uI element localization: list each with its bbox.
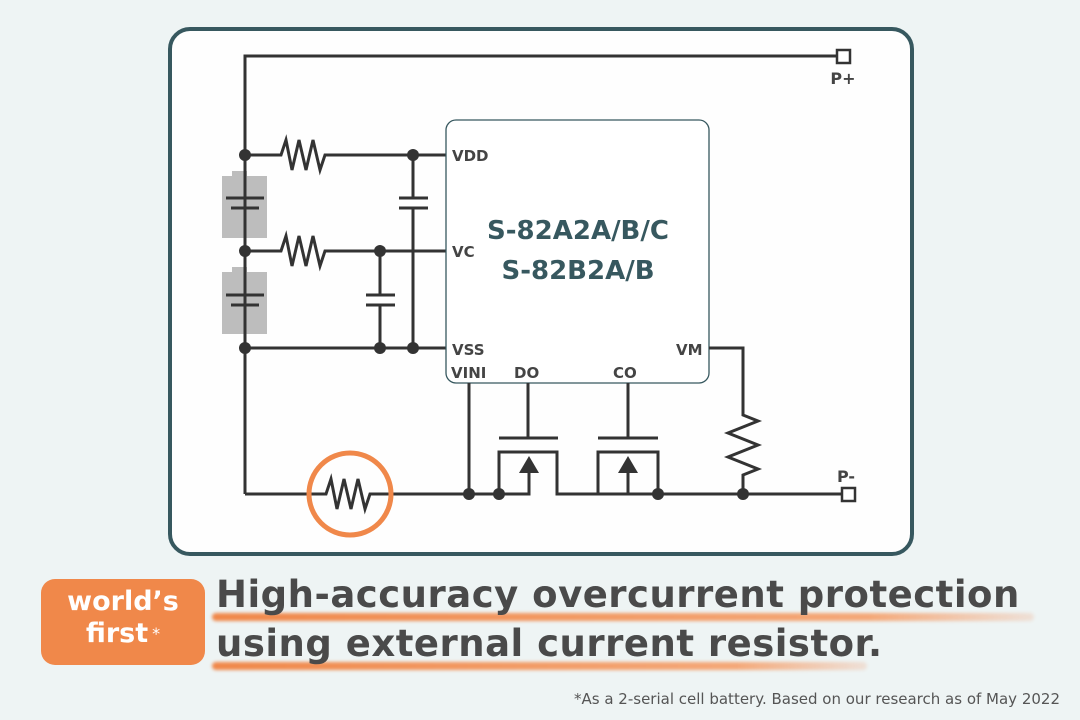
- badge-line1: world’s: [67, 586, 179, 617]
- vdd-resistor: [245, 134, 446, 176]
- badge-asterisk: *: [152, 624, 161, 643]
- vm-resistor: [709, 346, 763, 494]
- headline-line1: High-accuracy overcurrent protection: [216, 573, 1020, 616]
- p-plus-terminal: [835, 48, 852, 65]
- headline-underline-2: [212, 662, 867, 670]
- pin-label-do: DO: [514, 364, 539, 382]
- chip-name-line1: S-82A2A/B/C: [487, 216, 669, 246]
- do-mosfet-arrow: [519, 456, 539, 473]
- footnote: *As a 2-serial cell battery. Based on ou…: [574, 690, 1060, 708]
- co-mosfet-arrow: [618, 456, 638, 473]
- co-mosfet-source: [626, 470, 658, 496]
- terminal-label-p-minus: P-: [837, 467, 855, 486]
- terminal-label-p-plus: P+: [830, 69, 855, 88]
- chip-body: [445, 119, 710, 384]
- pin-label-vdd: VDD: [452, 147, 489, 165]
- pin-label-co: CO: [613, 364, 637, 382]
- badge-line2-text: first: [85, 618, 149, 649]
- chip-name-line2: S-82B2A/B: [501, 256, 654, 286]
- headline-underline-1: [212, 613, 1034, 621]
- p-minus-terminal: [840, 486, 857, 503]
- worlds-first-badge: world’s first*: [41, 579, 205, 665]
- vc-resistor: [245, 230, 446, 272]
- pin-label-vss: VSS: [452, 341, 485, 359]
- sense-resistor-highlight: [306, 450, 394, 538]
- junction-dots: [239, 149, 749, 500]
- sense-resistor-wire: [245, 473, 469, 515]
- circuit-diagram: VDD VC VSS VINI DO CO VM S-82A2A/B/C S-8…: [222, 48, 857, 538]
- headline-line2: using external current resistor.: [216, 622, 883, 665]
- pin-label-vc: VC: [452, 243, 475, 261]
- pin-label-vm: VM: [676, 341, 703, 359]
- pin-label-vini: VINI: [451, 364, 486, 382]
- badge-line2: first*: [41, 619, 205, 649]
